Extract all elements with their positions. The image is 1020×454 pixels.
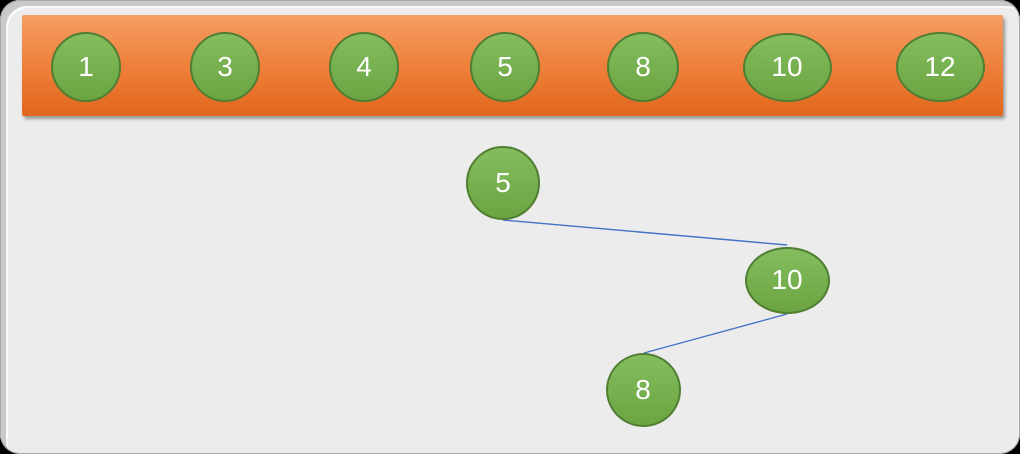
value-node-label: 5: [495, 167, 511, 198]
value-node: 10: [744, 246, 830, 314]
value-node-label: 3: [217, 51, 233, 82]
value-node-label: 8: [635, 51, 651, 82]
value-node: 12: [895, 32, 985, 102]
value-node-label: 5: [497, 51, 513, 82]
value-node: 8: [605, 353, 681, 427]
value-node-label: 10: [771, 51, 803, 82]
value-node: 5: [470, 32, 540, 102]
value-node: 8: [607, 32, 679, 102]
value-node-label: 4: [356, 51, 372, 82]
value-node: 3: [190, 32, 260, 102]
value-node: 1: [51, 32, 121, 102]
value-node: 4: [329, 32, 399, 102]
connector-line: [502, 219, 788, 246]
value-node: 5: [466, 146, 540, 220]
value-node-label: 8: [635, 374, 651, 405]
value-node-label: 1: [78, 51, 94, 82]
connector-line: [643, 313, 788, 354]
value-node-label: 12: [924, 51, 956, 82]
value-node: 10: [742, 32, 832, 102]
value-node-label: 10: [771, 264, 803, 295]
